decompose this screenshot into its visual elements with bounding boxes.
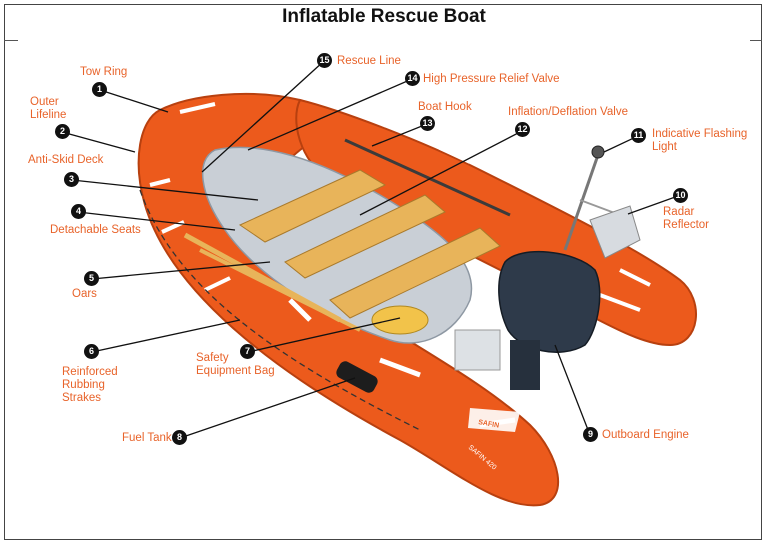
label-oars: Oars bbox=[72, 288, 97, 300]
label-rescue-line: Rescue Line bbox=[337, 55, 401, 67]
label-safety-equipment-bag: Safety Equipment Bag bbox=[196, 352, 275, 377]
marker-2: 2 bbox=[55, 124, 70, 139]
label-radar-reflector: Radar Reflector bbox=[663, 206, 710, 231]
outboard-engine-shape bbox=[454, 251, 601, 390]
boat-hull bbox=[137, 92, 697, 507]
label-detachable-seats: Detachable Seats bbox=[50, 224, 141, 236]
marker-8: 8 bbox=[172, 430, 187, 445]
marker-9: 9 bbox=[583, 427, 598, 442]
safety-bag-shape bbox=[371, 305, 429, 335]
label-boat-hook: Boat Hook bbox=[418, 101, 472, 113]
boat-hook-shape bbox=[344, 138, 511, 217]
figure-frame bbox=[4, 4, 762, 540]
hull-logo-text: SAFIN bbox=[478, 419, 500, 430]
marker-5: 5 bbox=[84, 271, 99, 286]
label-indicative-flashing-light: Indicative Flashing Light bbox=[652, 128, 748, 153]
header-rule-left bbox=[4, 40, 18, 41]
marker-10: 10 bbox=[673, 188, 688, 203]
label-fuel-tank: Fuel Tank bbox=[122, 432, 172, 444]
marker-14: 14 bbox=[405, 71, 420, 86]
hull-logo-box bbox=[468, 408, 520, 432]
marker-1: 1 bbox=[92, 82, 107, 97]
marker-3: 3 bbox=[64, 172, 79, 187]
header-rule-right bbox=[750, 40, 762, 41]
leader-lines bbox=[61, 60, 679, 439]
tube-stripe bbox=[149, 178, 171, 187]
marker-6: 6 bbox=[84, 344, 99, 359]
label-anti-skid-deck: Anti-Skid Deck bbox=[28, 154, 104, 166]
label-reinforced-rubbing-strakes: Reinforced Rubbing Strakes bbox=[62, 366, 118, 404]
marker-12: 12 bbox=[515, 122, 530, 137]
detachable-seats bbox=[238, 169, 501, 319]
marker-13: 13 bbox=[420, 116, 435, 131]
page-title: Inflatable Rescue Boat bbox=[282, 6, 486, 27]
mast-assembly bbox=[563, 145, 641, 259]
label-high-pressure-relief-valve: High Pressure Relief Valve bbox=[423, 73, 560, 85]
marker-7: 7 bbox=[240, 344, 255, 359]
marker-15: 15 bbox=[317, 53, 332, 68]
fuel-tank-shape bbox=[336, 361, 378, 393]
marker-4: 4 bbox=[71, 204, 86, 219]
oars bbox=[183, 232, 361, 332]
label-tow-ring: Tow Ring bbox=[80, 66, 128, 78]
label-outboard-engine: Outboard Engine bbox=[602, 429, 689, 441]
marker-11: 11 bbox=[631, 128, 646, 143]
label-outer-lifeline: Outer Lifeline bbox=[30, 96, 67, 121]
label-inflation-deflation-valve: Inflation/Deflation Valve bbox=[508, 106, 628, 118]
